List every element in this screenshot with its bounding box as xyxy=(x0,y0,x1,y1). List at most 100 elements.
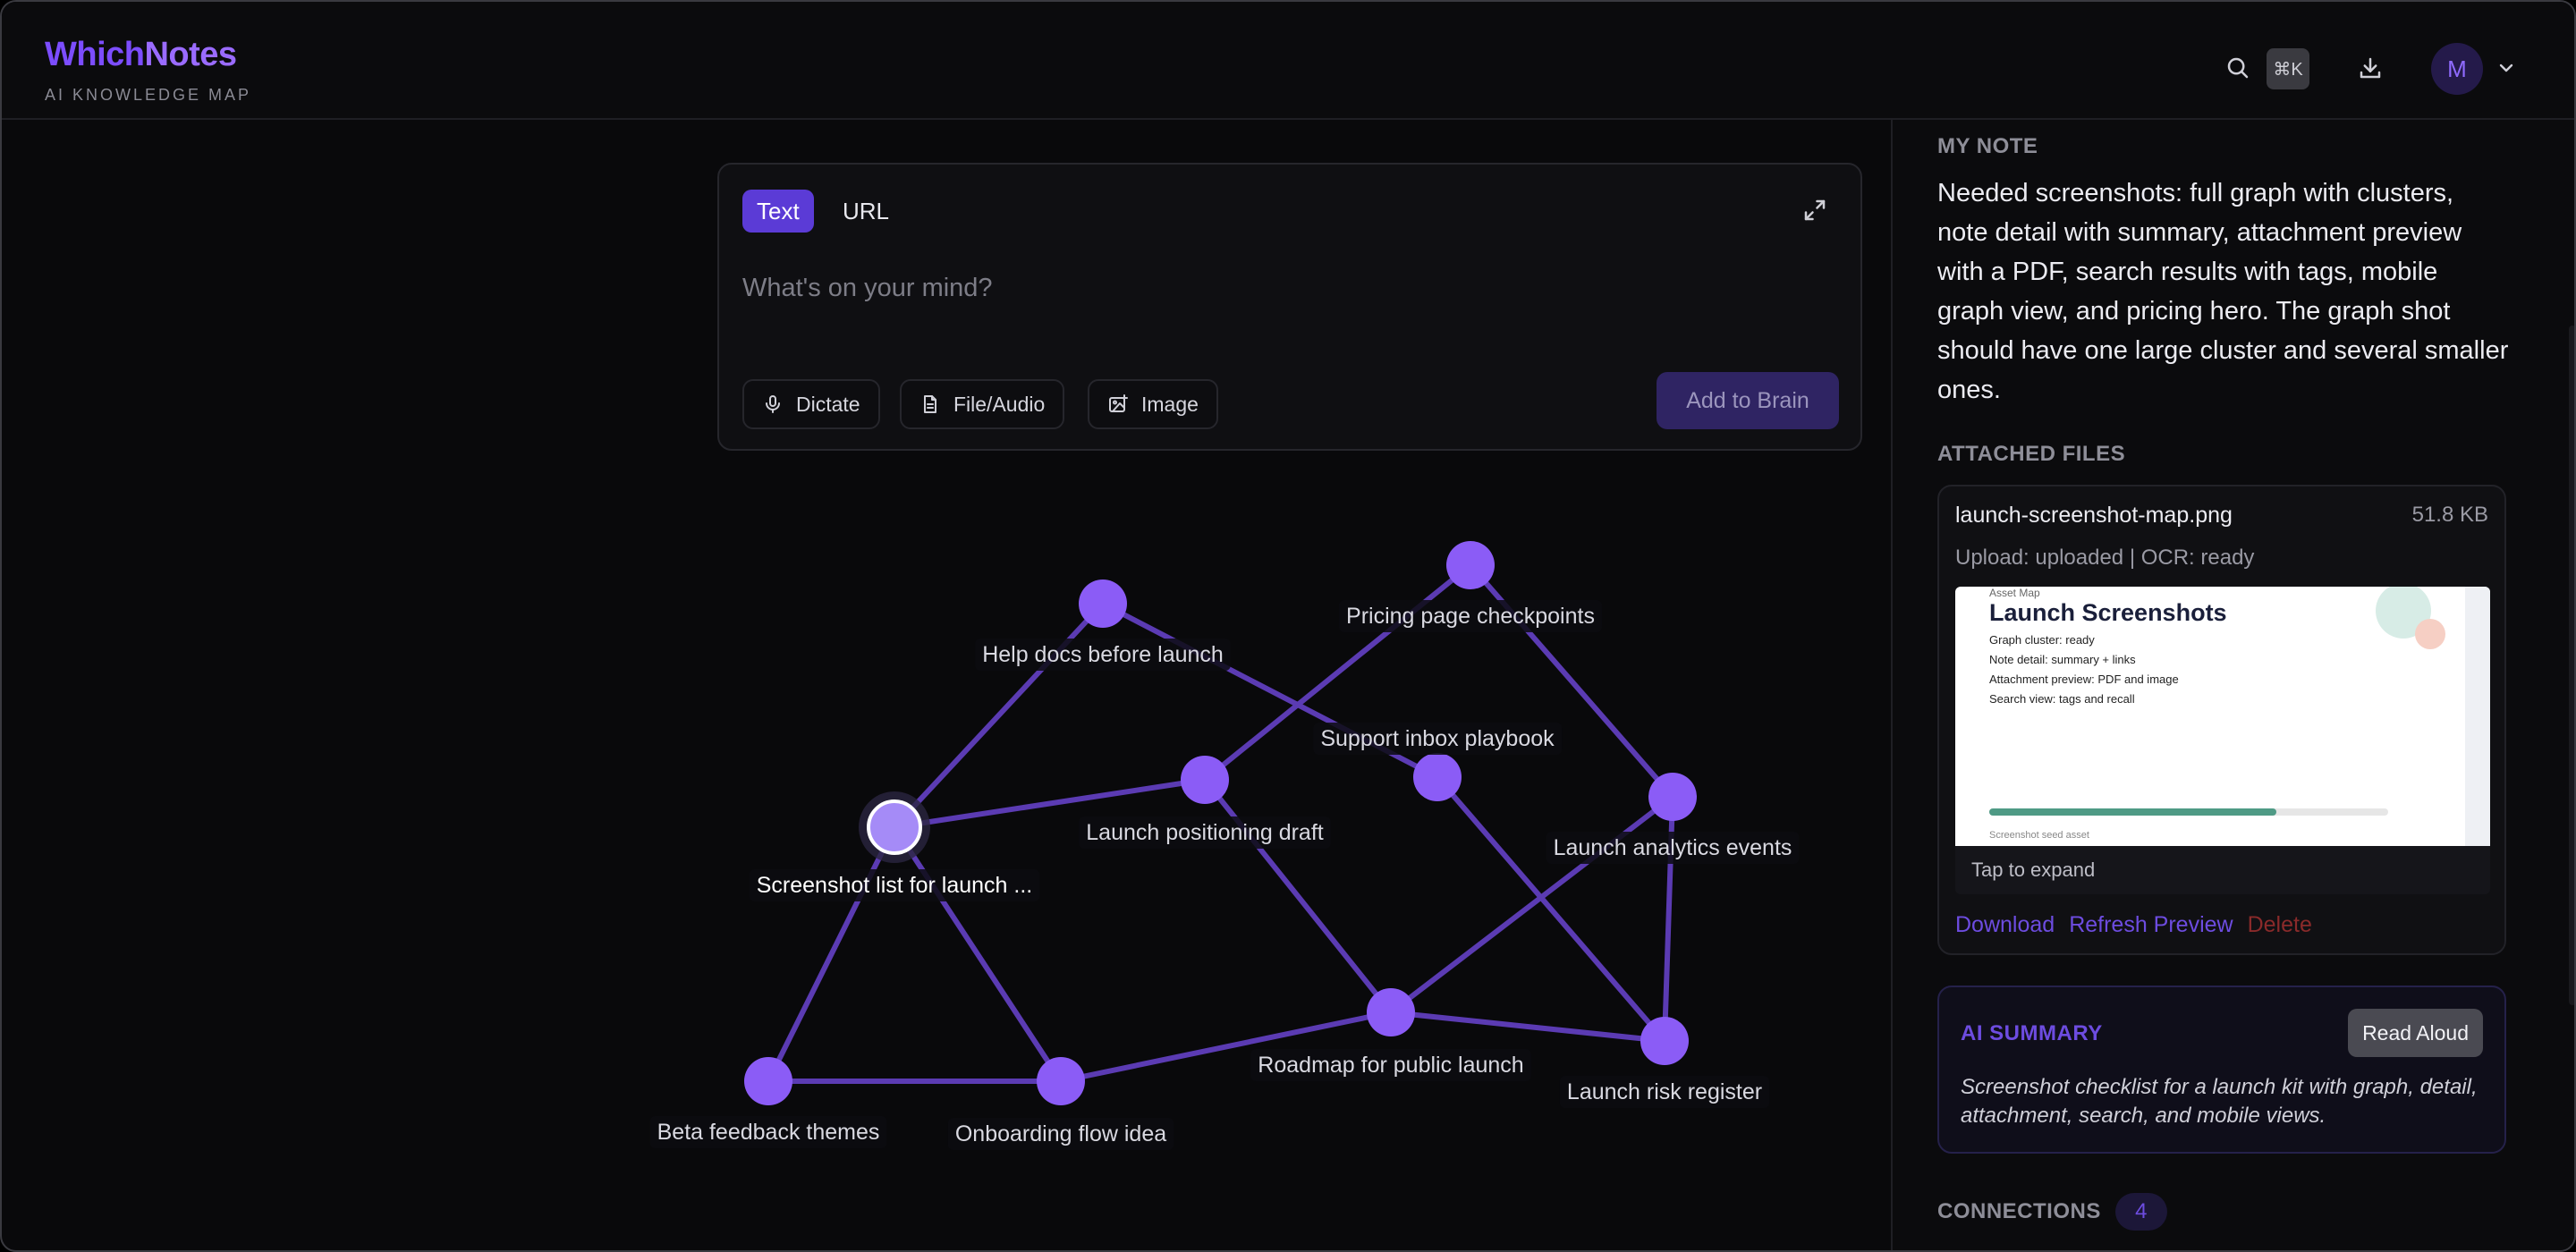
graph-node-risk[interactable]: Launch risk register xyxy=(1559,1017,1770,1108)
graph-node-circle[interactable] xyxy=(867,799,922,855)
attachment-preview[interactable]: Asset Map Launch Screenshots Graph clust… xyxy=(1955,587,2490,846)
logo-part-which: Which xyxy=(45,36,145,73)
graph-node-circle[interactable] xyxy=(744,1057,792,1105)
graph-node-label: Launch analytics events xyxy=(1554,835,1792,860)
preview-line: Graph cluster: ready xyxy=(1989,633,2095,647)
preview-line: Note detail: summary + links xyxy=(1989,653,2136,666)
graph-node-circle[interactable] xyxy=(1648,773,1697,821)
delete-link[interactable]: Delete xyxy=(2247,912,2312,937)
preview-footer: Screenshot seed asset xyxy=(1989,830,2089,841)
graph-node-label-bg xyxy=(1339,600,1602,632)
preview-title: Launch Screenshots xyxy=(1989,599,2227,626)
graph-node-roadmap[interactable]: Roadmap for public launch xyxy=(1250,988,1531,1081)
preview-edge xyxy=(2465,587,2490,846)
graph-edge xyxy=(1202,777,1394,1015)
preview-line: Attachment preview: PDF and image xyxy=(1989,673,2179,686)
note-input-placeholder[interactable]: What's on your mind? xyxy=(742,274,993,302)
ai-summary-card: AI SUMMARY Read Aloud Screenshot checkli… xyxy=(1937,986,2506,1154)
graph-node-label: Launch risk register xyxy=(1567,1079,1762,1104)
graph-node-label-bg xyxy=(1079,816,1331,849)
dictate-button[interactable]: Dictate xyxy=(742,379,880,429)
graph-node-circle[interactable] xyxy=(1640,1017,1689,1065)
chevron-down-icon[interactable] xyxy=(2490,52,2522,84)
graph-node-label: Roadmap for public launch xyxy=(1258,1053,1523,1078)
graph-node-label-bg xyxy=(947,1118,1174,1150)
graph-node-circle[interactable] xyxy=(1079,579,1127,628)
app-logo[interactable]: WhichNotes xyxy=(45,36,237,74)
panel-scrollbar[interactable] xyxy=(2569,326,2574,1005)
refresh-preview-link[interactable]: Refresh Preview xyxy=(2069,912,2233,937)
download-link[interactable]: Download xyxy=(1955,912,2055,937)
graph-node-circle[interactable] xyxy=(1413,753,1462,801)
my-note-text: Needed screenshots: full graph with clus… xyxy=(1937,179,2509,404)
connections-heading: CONNECTIONS xyxy=(1937,1199,2101,1223)
app-tagline: AI KNOWLEDGE MAP xyxy=(45,86,252,104)
graph-node-circle[interactable] xyxy=(1037,1057,1085,1105)
graph-node-label-bg xyxy=(975,639,1231,671)
microphone-icon xyxy=(766,395,780,413)
graph-edge xyxy=(766,825,897,1084)
graph-node-circle[interactable] xyxy=(1367,988,1415,1036)
graph-edge xyxy=(1435,774,1667,1044)
graph-node-circle[interactable] xyxy=(1181,756,1229,804)
graph-node-label: Onboarding flow idea xyxy=(955,1121,1166,1146)
avatar[interactable]: M xyxy=(2431,43,2483,95)
tap-to-expand[interactable]: Tap to expand xyxy=(1955,846,2490,894)
graph-node-label: Beta feedback themes xyxy=(657,1120,880,1145)
file-icon xyxy=(924,395,936,413)
image-label: Image xyxy=(1141,392,1199,416)
graph-node-label-bg xyxy=(1313,723,1563,755)
connections-count-badge: 4 xyxy=(2114,1193,2167,1231)
note-composer: Text URL What's on your mind? Dictate Fi… xyxy=(717,163,1862,451)
preview-line: Search view: tags and recall xyxy=(1989,692,2135,706)
add-to-brain-button[interactable]: Add to Brain xyxy=(1657,372,1839,429)
graph-node-positioning[interactable]: Launch positioning draft xyxy=(1079,756,1331,849)
dictate-label: Dictate xyxy=(796,392,860,416)
note-detail-panel: MY NOTE Needed screenshots: full graph w… xyxy=(1891,120,2574,1250)
file-size: 51.8 KB xyxy=(2411,503,2488,527)
graph-node-label: Pricing page checkpoints xyxy=(1346,604,1595,629)
read-aloud-button[interactable]: Read Aloud xyxy=(2348,1009,2483,1057)
graph-edge xyxy=(1388,794,1675,1015)
graph-node-analytics[interactable]: Launch analytics events xyxy=(1546,773,1800,864)
graph-node-help[interactable]: Help docs before launch xyxy=(975,579,1231,671)
image-button[interactable]: Image xyxy=(1088,379,1218,429)
ai-summary-text: Screenshot checklist for a launch kit wi… xyxy=(1961,1075,2478,1128)
file-actions: Download Refresh Preview Delete xyxy=(1955,912,2312,938)
graph-edge xyxy=(892,825,1063,1084)
preview-progress-fill xyxy=(1989,808,2277,816)
file-audio-button[interactable]: File/Audio xyxy=(900,379,1065,429)
shortcut-badge[interactable]: ⌘K xyxy=(2267,48,2309,89)
logo-part-notes: Notes xyxy=(144,36,237,73)
graph-node-label: Help docs before launch xyxy=(982,642,1224,667)
attachment-card: launch-screenshot-map.png 51.8 KB Upload… xyxy=(1937,485,2506,955)
top-header: WhichNotes AI KNOWLEDGE MAP ⌘K M xyxy=(2,2,2574,120)
preview-progress-track xyxy=(1989,808,2388,816)
graph-node-label: Screenshot list for launch ... xyxy=(757,873,1032,898)
tab-url[interactable]: URL xyxy=(843,197,890,224)
graph-node-screenshot[interactable]: Screenshot list for launch ... xyxy=(749,791,1040,901)
preview-small-label: Asset Map xyxy=(1989,587,2040,599)
graph-node-label: Support inbox playbook xyxy=(1320,726,1555,751)
graph-node-support[interactable]: Support inbox playbook xyxy=(1313,723,1563,801)
graph-edge xyxy=(1388,1010,1667,1044)
file-status: Upload: uploaded | OCR: ready xyxy=(1955,546,2255,570)
tab-text[interactable]: Text xyxy=(742,190,814,233)
file-audio-label: File/Audio xyxy=(953,392,1046,416)
search-icon[interactable] xyxy=(2222,52,2254,84)
graph-node-label-bg xyxy=(749,869,1040,901)
expand-icon[interactable] xyxy=(1801,197,1828,224)
preview-decoration xyxy=(2415,619,2445,649)
graph-edge xyxy=(892,601,1106,830)
graph-node-label-bg xyxy=(649,1116,887,1148)
graph-node-label-bg xyxy=(1559,1076,1770,1108)
download-icon[interactable] xyxy=(2354,52,2386,84)
graph-node-label-bg xyxy=(1250,1049,1531,1081)
graph-node-pricing[interactable]: Pricing page checkpoints xyxy=(1339,541,1602,632)
graph-node-onboarding[interactable]: Onboarding flow idea xyxy=(947,1057,1174,1150)
ai-summary-heading: AI SUMMARY xyxy=(1961,1021,2103,1045)
connections-header[interactable]: CONNECTIONS 4 xyxy=(1937,1193,2167,1231)
graph-node-beta[interactable]: Beta feedback themes xyxy=(649,1057,887,1148)
graph-node-circle[interactable] xyxy=(1446,541,1495,589)
